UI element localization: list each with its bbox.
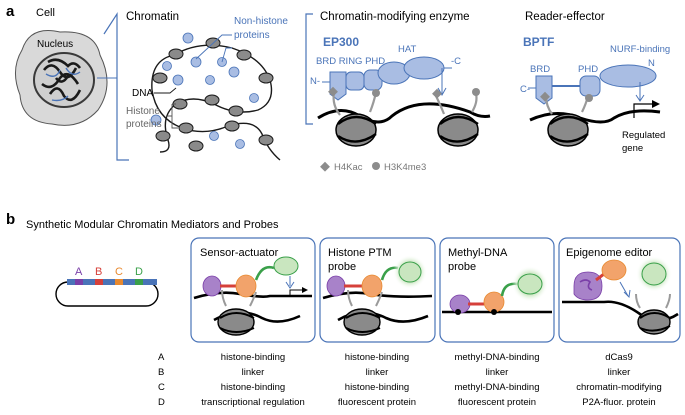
box-histone-ptm-probe: [319, 237, 436, 343]
box-epigenome-editor: [558, 237, 681, 343]
legend-h3k4me3: H3K4me3: [384, 162, 426, 173]
reader-nurf-label: NURF-binding: [610, 44, 670, 55]
box-histone-ptm-title-line1: Histone PTM: [328, 247, 392, 259]
cell-label: Cell: [36, 7, 55, 19]
reader-n-terminus: N: [648, 58, 655, 69]
table-cell: linker: [608, 367, 631, 378]
table-cell: fluorescent protein: [338, 397, 416, 408]
table-cell: linker: [242, 367, 265, 378]
reader-name: BPTF: [523, 35, 554, 49]
reader-phd-label: PHD: [578, 64, 598, 75]
hat-label: HAT: [398, 44, 416, 55]
enzyme-title: Chromatin-modifying enzyme: [320, 11, 470, 23]
component-table: A B C D histone-binding linker histone-b…: [158, 352, 662, 408]
table-cell: linker: [366, 367, 389, 378]
panel-a-letter: a: [6, 3, 15, 20]
box-sensor-actuator-title: Sensor-actuator: [200, 247, 279, 259]
cell-illustration: [15, 30, 108, 126]
box-histone-ptm-title-line2: probe: [328, 261, 356, 273]
enzyme-c-terminus: -C: [451, 56, 461, 67]
table-cell: histone-binding: [221, 382, 285, 393]
panel-b-title: Synthetic Modular Chromatin Mediators an…: [26, 219, 279, 231]
dna-label: DNA: [132, 88, 153, 99]
table-cell: chromatin-modifying: [576, 382, 662, 393]
row-letter-c: C: [158, 382, 165, 393]
table-cell: fluorescent protein: [458, 397, 536, 408]
table-cell: histone-binding: [345, 352, 409, 363]
plasmid-letter-b: B: [95, 266, 102, 278]
enzyme-domains: BRD RING PHD: [316, 56, 385, 67]
plasmid: [55, 279, 159, 307]
reader-brd-label: BRD: [530, 64, 550, 75]
reader-c-terminus: C-: [520, 84, 530, 95]
row-letter-b: B: [158, 367, 164, 378]
box-epigenome-editor-title: Epigenome editor: [566, 247, 653, 259]
plasmid-letter-a: A: [75, 266, 83, 278]
enzyme-n-terminus: N-: [310, 76, 320, 87]
table-cell: dCas9: [605, 352, 632, 363]
ep300-protein: [322, 56, 452, 101]
non-histone-label-line1: Non-histone: [234, 16, 288, 27]
box-methyl-dna-title-line2: probe: [448, 261, 476, 273]
chromatin-bracket: [103, 11, 129, 161]
row-letter-a: A: [158, 352, 165, 363]
panel-b-letter: b: [6, 211, 15, 228]
box-methyl-dna-title-line1: Methyl-DNA: [448, 247, 508, 259]
legend-h4kac: H4Kac: [334, 162, 363, 173]
reader-nucleosome: [529, 91, 661, 147]
regulated-gene-line1: Regulated: [622, 130, 665, 141]
box-methyl-dna-probe: [439, 237, 555, 343]
nucleus-label: Nucleus: [37, 39, 73, 50]
row-letter-d: D: [158, 397, 165, 408]
table-cell: histone-binding: [221, 352, 285, 363]
chromatin-fiber: [150, 32, 281, 161]
table-cell: transcriptional regulation: [201, 397, 305, 408]
table-cell: methyl-DNA-binding: [454, 382, 539, 393]
enzyme-name: EP300: [323, 35, 359, 49]
chromatin-title: Chromatin: [126, 11, 179, 23]
table-cell: linker: [486, 367, 509, 378]
reader-title: Reader-effector: [525, 11, 605, 23]
enzyme-bracket: [305, 13, 313, 125]
plasmid-letter-d: D: [135, 266, 143, 278]
plasmid-letter-c: C: [115, 266, 123, 278]
box-sensor-actuator: [190, 237, 316, 343]
enzyme-nucleosomes: [317, 86, 491, 147]
bptf-protein: [528, 64, 657, 105]
histone-label-line1: Histone: [126, 106, 160, 117]
regulated-gene-line2: gene: [622, 143, 643, 154]
histone-label-line2: proteins: [126, 119, 162, 130]
table-cell: methyl-DNA-binding: [454, 352, 539, 363]
non-histone-label-line2: proteins: [234, 30, 270, 41]
table-cell: histone-binding: [345, 382, 409, 393]
table-cell: P2A-fluor. protein: [582, 397, 655, 408]
